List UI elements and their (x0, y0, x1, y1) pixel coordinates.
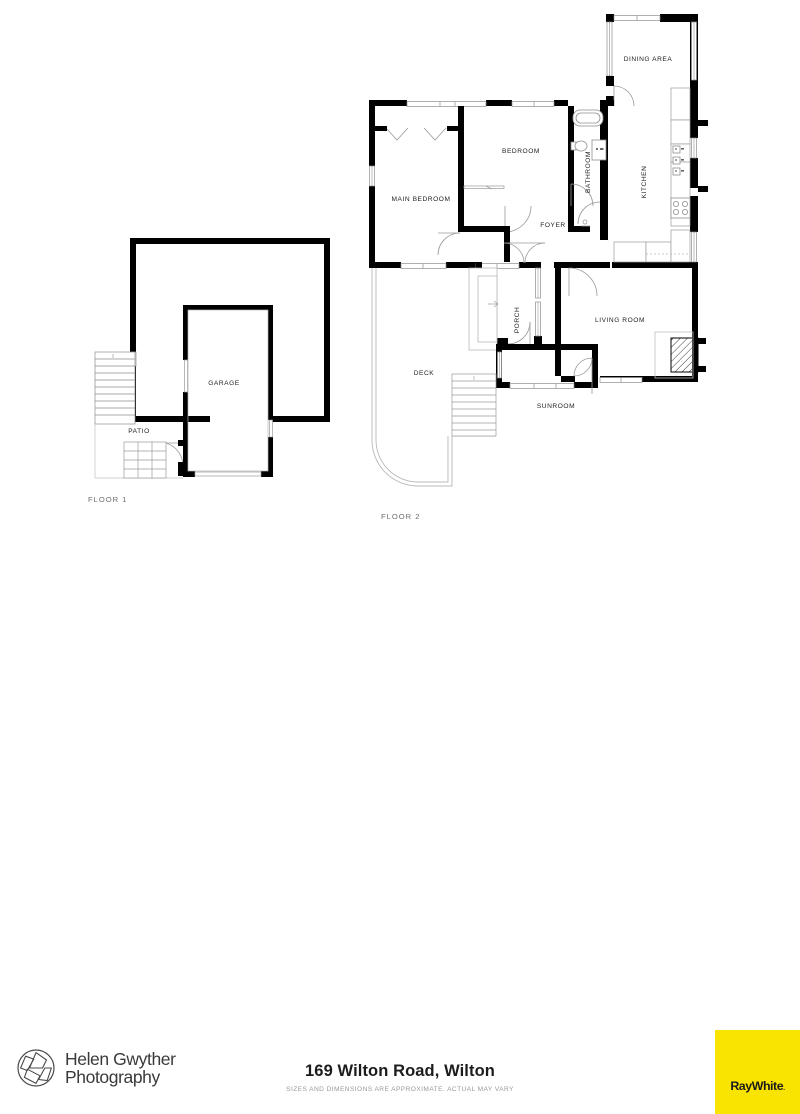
living-room-windows (599, 377, 643, 383)
foyer-walls (504, 226, 510, 262)
photographer-line1: Helen Gwyther (65, 1048, 176, 1069)
garage-internal-door-lines (184, 359, 273, 438)
garage-door-opening (194, 471, 262, 477)
room-label-deck: DECK (414, 370, 435, 377)
floor-1-caption: FLOOR 1 (88, 495, 128, 504)
cooktop (670, 197, 691, 219)
kitchen-bump-wall (698, 120, 708, 192)
fireplace (654, 331, 706, 379)
kitchen-bench-bottom (613, 229, 691, 263)
floor1-external-stairs (94, 351, 136, 425)
bathroom-walls (568, 106, 608, 240)
sunroom-side-glazing (497, 351, 502, 379)
kitchen-sink (672, 145, 684, 176)
room-label-sunroom: SUNROOM (537, 403, 575, 410)
kitchen-walls (608, 98, 698, 268)
main-bedroom-wardrobe (385, 127, 447, 141)
bathtub (572, 109, 604, 127)
room-label-garage: GARAGE (208, 380, 240, 387)
photographer-name: Helen Gwyther Photography (65, 1050, 176, 1086)
raywhite-wordmark: RayWhite. (730, 1079, 785, 1093)
toilet (570, 140, 588, 152)
floor-2-plan (369, 14, 708, 487)
room-label-main-bedroom: MAIN BEDROOM (392, 196, 451, 203)
floor2-bottom-windows (400, 263, 520, 269)
main-bedroom-window (369, 165, 375, 187)
floor-plan-canvas: GARAGE PATIO MAIN BEDROOM BEDROOM BATHRO… (0, 14, 800, 1114)
wardrobe-wall (375, 126, 463, 131)
raywhite-trademark: . (783, 1085, 785, 1092)
floor-2-caption: FLOOR 2 (381, 512, 421, 521)
floor2-upper-walls (369, 100, 610, 268)
bathroom-door-swing (570, 183, 601, 225)
dining-area-walls (606, 14, 698, 106)
bedroom-divider-wall (458, 106, 504, 232)
porch-door-swing (507, 321, 531, 345)
floor-plan-drawing: GARAGE PATIO MAIN BEDROOM BEDROOM BATHRO… (94, 14, 708, 487)
living-room-door-swing (568, 267, 598, 297)
room-labels: GARAGE PATIO MAIN BEDROOM BEDROOM BATHRO… (128, 56, 672, 435)
garage-walls (183, 305, 273, 477)
foyer-double-door-swing (503, 242, 546, 264)
photographer-logo: Helen Gwyther Photography (16, 1048, 176, 1088)
garage-floor-outline (187, 309, 269, 472)
photographer-line2: Photography (65, 1067, 160, 1087)
bathroom-vanity (591, 139, 607, 161)
deck-stairs (451, 373, 497, 437)
floor-1-plan (94, 238, 330, 479)
sunroom-windows (509, 383, 575, 389)
deck-outline (371, 268, 453, 487)
room-label-patio: PATIO (128, 428, 150, 435)
shower (581, 219, 590, 227)
room-label-bedroom: BEDROOM (502, 148, 540, 155)
room-label-porch: PORCH (514, 307, 521, 334)
sunroom-door-swing (573, 357, 593, 394)
room-label-foyer: FOYER (540, 222, 565, 229)
bedroom-robe (463, 185, 505, 190)
kitchen-window (691, 137, 697, 263)
raywhite-logo[interactable]: RayWhite. (715, 1030, 800, 1114)
room-label-bathroom: BATHROOM (585, 151, 592, 193)
floor2-top-windows (406, 101, 555, 107)
sunroom-walls (496, 344, 598, 388)
dining-door-swing (613, 85, 635, 107)
main-bedroom-door-swing (437, 232, 461, 256)
living-room-walls (555, 268, 698, 382)
room-label-dining-area: DINING AREA (624, 56, 673, 63)
room-label-kitchen: KITCHEN (641, 166, 648, 199)
porch-glazing (535, 267, 541, 337)
floor1-walls (130, 238, 330, 422)
room-label-living-room: LIVING ROOM (595, 317, 645, 324)
floor1-wall-nubs (178, 440, 184, 476)
porch-bench (468, 267, 499, 351)
camera-aperture-icon (17, 1049, 55, 1087)
footer: Helen Gwyther Photography 169 Wilton Roa… (0, 514, 800, 1114)
patio-stairs (123, 441, 167, 479)
